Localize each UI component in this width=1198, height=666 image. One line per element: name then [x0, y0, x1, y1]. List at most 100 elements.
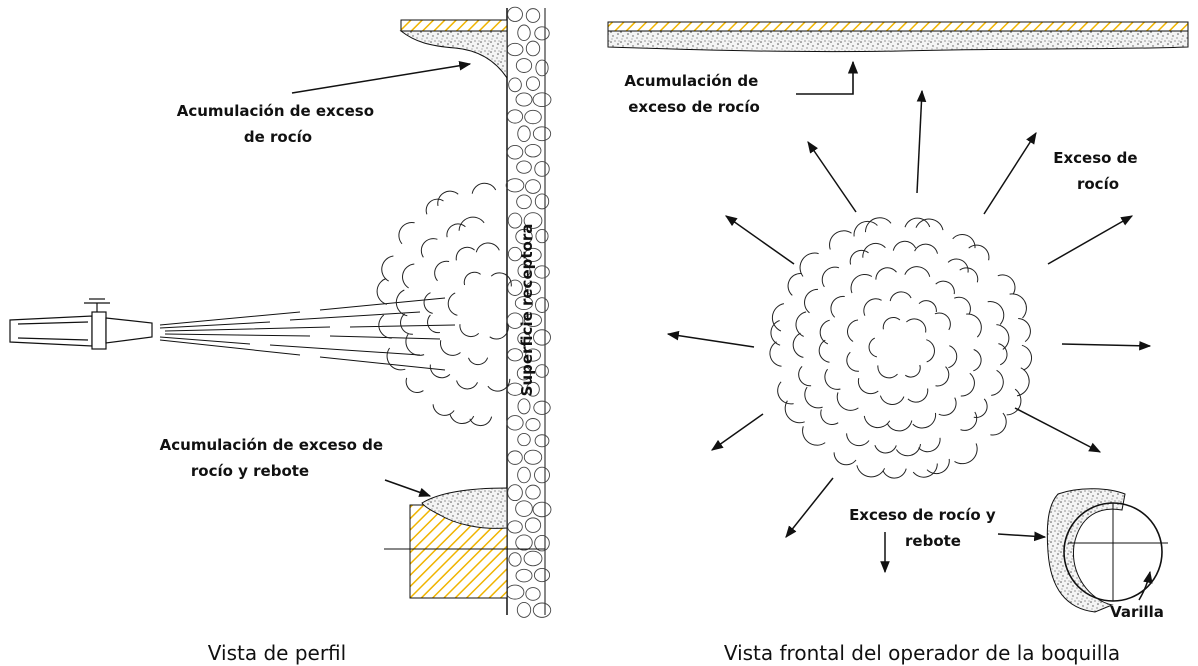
spray-puff [769, 341, 782, 367]
spray-puff [487, 378, 511, 392]
spray-puff [777, 381, 794, 405]
rock [534, 161, 550, 177]
bottom-accumulation [421, 487, 508, 529]
rock [506, 382, 524, 396]
spray-puff [918, 300, 937, 313]
spray-arrow [1061, 340, 1152, 351]
spray-puff [934, 312, 951, 331]
rock [516, 366, 532, 381]
rock [525, 484, 541, 500]
rock [535, 297, 549, 313]
top-accumulation [399, 30, 508, 80]
spray-puff [918, 437, 941, 453]
spray-puff [381, 255, 394, 282]
ceiling-accumulation [607, 30, 1189, 53]
spray-puff [912, 412, 937, 429]
rock [533, 567, 551, 583]
rock [506, 109, 524, 124]
rock [515, 228, 533, 245]
rock [516, 194, 532, 210]
spray-puff [912, 463, 938, 478]
spray-puff [489, 323, 509, 340]
spray-puff [904, 266, 931, 277]
rock [523, 550, 543, 567]
spray-puff [953, 296, 971, 315]
rock [515, 500, 533, 517]
rock [507, 212, 523, 229]
spray-puff [846, 433, 870, 447]
rock [517, 398, 531, 415]
ceiling-hatch [607, 21, 1189, 32]
spray-puff [400, 313, 413, 335]
rock [534, 466, 550, 484]
spray-puff [425, 198, 444, 215]
spray-puff [973, 349, 982, 372]
spray-puff [1006, 388, 1022, 416]
rock [525, 8, 541, 23]
spray-puff [439, 340, 461, 356]
rock [517, 432, 531, 447]
rock [525, 348, 541, 362]
label-top-accumulation: Acumulación de exceso de rocío [177, 102, 380, 146]
spray-puff [914, 243, 938, 254]
spray-puff [987, 301, 1005, 325]
spray-puff [490, 272, 512, 287]
spray-puff [874, 445, 897, 454]
rock [517, 24, 531, 41]
spray-puff [856, 465, 886, 478]
rock [508, 552, 522, 567]
spray-puff [968, 244, 990, 261]
spray-puff [966, 313, 982, 338]
spray-puff [849, 249, 869, 265]
rock [525, 40, 541, 57]
spray-puff [829, 230, 852, 250]
arrow-to-rebar [997, 531, 1047, 542]
rock [524, 313, 542, 327]
rock [535, 59, 549, 77]
spray-puff [471, 182, 497, 194]
spray-puff [996, 324, 1010, 350]
spray-puff [906, 318, 927, 333]
rock [517, 466, 531, 484]
excess-spray-arrows [666, 89, 1152, 574]
rock [524, 517, 542, 533]
spray-puff [456, 380, 478, 390]
spray-arrow [666, 330, 755, 348]
label-bottom-accumulation: Acumulación de exceso de rocío y rebote [160, 436, 389, 480]
spray-puff [446, 223, 466, 238]
rock [525, 418, 541, 432]
spray-puff [833, 452, 857, 466]
rock [505, 584, 525, 600]
spray-puff [947, 258, 969, 273]
rock [533, 400, 551, 415]
side-spray-cloud [376, 182, 512, 427]
spray-puff [847, 319, 859, 342]
rock [507, 246, 523, 262]
arrow-ceiling-accumulation [796, 60, 859, 95]
spray-puff [882, 316, 901, 330]
rock [517, 332, 531, 346]
spray-puff [990, 412, 1007, 436]
spray-puff [895, 444, 921, 457]
spray-puff [795, 311, 807, 337]
spray-puff [770, 320, 781, 346]
rock [507, 348, 523, 362]
spray-puff [862, 242, 886, 258]
rock [535, 228, 549, 244]
spray-puff [463, 271, 481, 286]
spray-arrow [916, 89, 927, 194]
spray-puff [420, 238, 438, 258]
spray-puff [475, 242, 500, 253]
spray-puff [429, 364, 451, 379]
rock [515, 534, 533, 551]
rock [517, 263, 531, 278]
rock [524, 143, 542, 158]
spray-puff [376, 278, 387, 305]
rock [507, 450, 523, 465]
surface-label: Superficie receptora [518, 224, 536, 397]
spray-puff [437, 190, 459, 206]
spray-puff [926, 458, 950, 475]
rock [508, 77, 522, 93]
spray-puff [864, 217, 892, 233]
